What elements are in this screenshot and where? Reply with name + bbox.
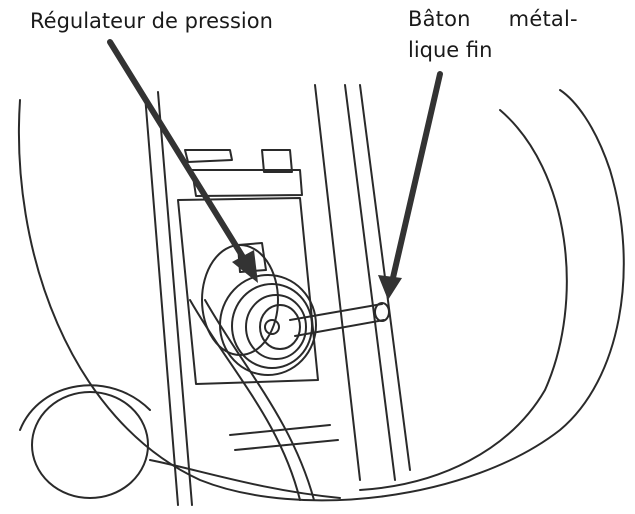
top-block	[261, 149, 293, 173]
lower-left-ring	[31, 391, 149, 499]
panel-rail-right	[314, 84, 361, 481]
arrow-rod-head	[378, 275, 402, 300]
regulator-center-screw	[264, 319, 280, 335]
regulator-ring-1	[231, 283, 313, 369]
outer-drum-arc	[18, 89, 625, 502]
lower-bracket-2	[234, 439, 339, 451]
lower-bracket	[229, 424, 331, 436]
inner-drum-arc	[359, 109, 568, 491]
arrow-regulator-shaft	[107, 39, 249, 265]
upper-bracket-2	[191, 169, 303, 197]
lower-left-ring-rim	[19, 384, 151, 431]
metal-rod-bottom	[294, 319, 385, 337]
panel-rail-left-2	[157, 91, 193, 506]
regulator-ring-2	[245, 294, 307, 360]
metal-rod-tip	[374, 302, 390, 322]
cable-2	[204, 299, 315, 501]
arrow-rod-shaft	[389, 71, 443, 285]
label-thin-metal-rod: Bâton métal- lique fin	[408, 4, 578, 66]
panel-rail-left	[144, 94, 179, 506]
panel-rail-right-2	[344, 84, 396, 481]
bottom-curve	[149, 459, 341, 499]
label-rod-line-2: lique fin	[408, 38, 493, 62]
upper-bracket	[184, 149, 233, 163]
label-rod-word-2: métal-	[508, 7, 578, 31]
label-rod-word-1: Bâton	[408, 7, 471, 31]
frame-inner	[177, 197, 319, 385]
arrow-regulator-head	[232, 250, 258, 283]
regulator-body	[219, 274, 317, 376]
metal-rod-top	[289, 303, 383, 321]
label-pressure-regulator: Régulateur de pression	[30, 9, 273, 33]
cable	[189, 299, 301, 501]
regulator-ring-3	[259, 304, 301, 350]
